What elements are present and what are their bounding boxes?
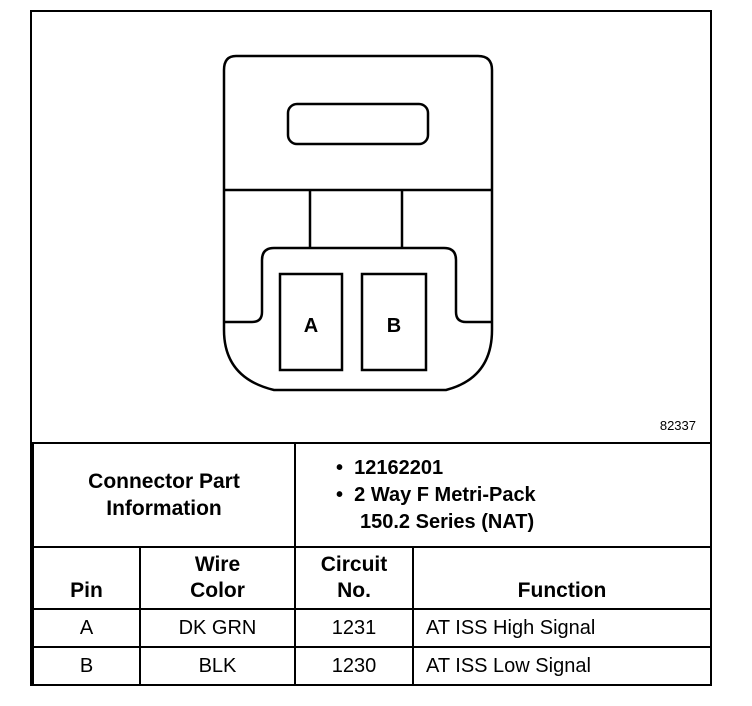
row-b-function: AT ISS Low Signal — [412, 646, 712, 686]
locking-tab-slot — [286, 102, 430, 146]
table-row: B BLK 1230 AT ISS Low Signal — [32, 646, 712, 686]
part-desc-line1: 2 Way F Metri-Pack — [354, 483, 536, 506]
part-info-row: Connector Part Information • 12162201 • … — [32, 442, 712, 548]
row-a-pin: A — [32, 608, 141, 648]
header-wire-line2: Color — [190, 579, 245, 602]
terminal-cavity-a — [278, 272, 344, 372]
bullet: • — [336, 483, 344, 506]
connector-body-outline — [222, 54, 494, 392]
row-b-circuit: 1230 — [294, 646, 414, 686]
part-info-label-line1: Connector Part — [88, 470, 240, 493]
connector-end-view-frame: A B 82337 Connector Part Information • 1… — [30, 10, 712, 686]
row-a-wire-color: DK GRN — [139, 608, 296, 648]
header-circuit-no: Circuit No. — [294, 546, 414, 610]
row-a-function: AT ISS High Signal — [412, 608, 712, 648]
terminal-cavity-b — [360, 272, 428, 372]
pin-label-a: A — [304, 315, 318, 337]
part-number: 12162201 — [354, 456, 444, 479]
header-wire-line1: Wire — [194, 553, 241, 576]
header-circuit-line2: No. — [337, 579, 371, 602]
bullet: • — [336, 456, 344, 479]
figure-id: 82337 — [659, 418, 696, 433]
header-wire-color: Wire Color — [139, 546, 296, 610]
table-header-row: Pin Wire Color Circuit No. Function — [32, 546, 712, 610]
header-function: Function — [412, 546, 712, 610]
part-info-label-line2: Information — [106, 497, 222, 520]
connector-info-table: Connector Part Information • 12162201 • … — [32, 442, 712, 686]
row-b-wire-color: BLK — [139, 646, 296, 686]
header-circuit-line1: Circuit — [320, 553, 388, 576]
connector-diagram: A B — [222, 54, 494, 392]
part-info-label-cell: Connector Part Information — [32, 442, 296, 548]
pin-label-b: B — [387, 315, 401, 337]
row-b-pin: B — [32, 646, 141, 686]
table-row: A DK GRN 1231 AT ISS High Signal — [32, 608, 712, 648]
terminal-cavity-outline — [224, 246, 492, 324]
row-a-circuit: 1231 — [294, 608, 414, 648]
part-desc-line2: 150.2 Series (NAT) — [360, 510, 535, 533]
header-pin: Pin — [32, 546, 141, 610]
part-info-value-cell: • 12162201 • 2 Way F Metri-Pack 150.2 Se… — [294, 442, 712, 548]
